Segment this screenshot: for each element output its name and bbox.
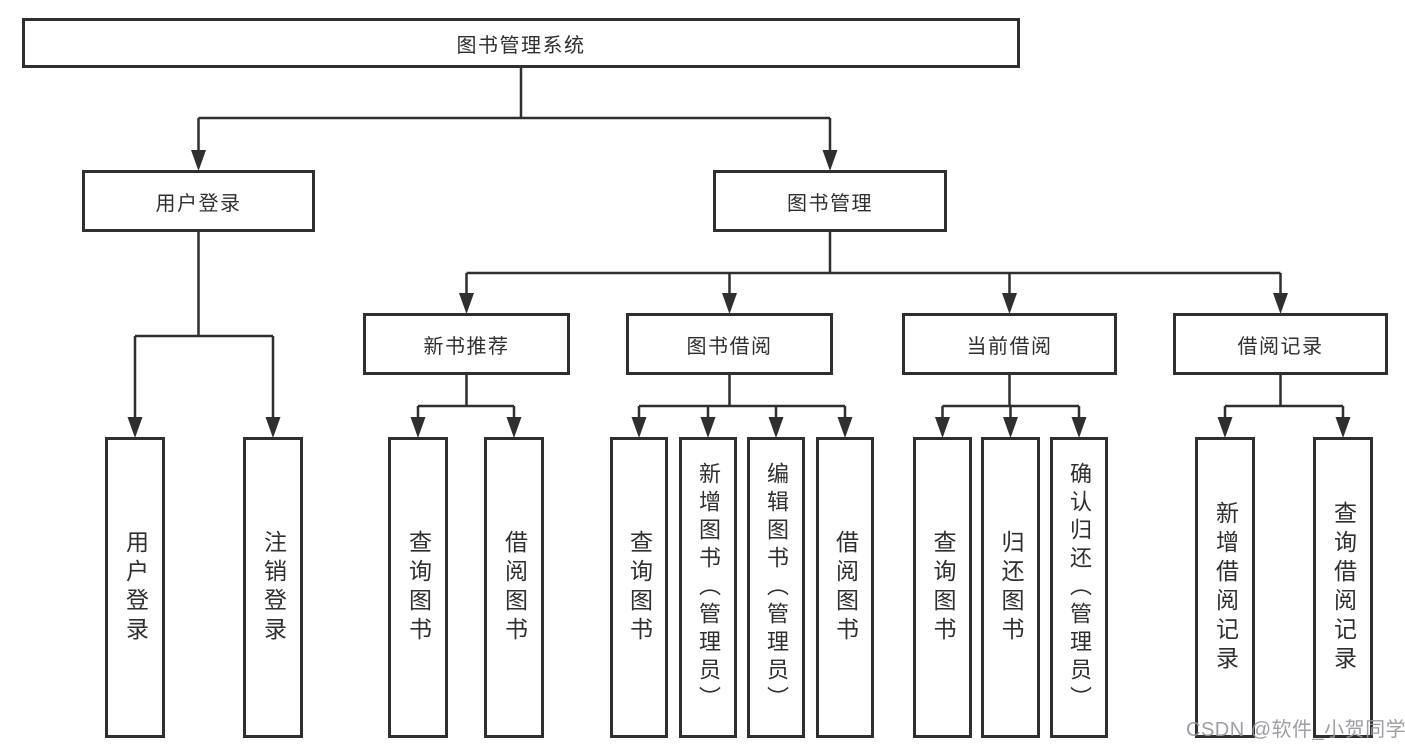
connector-book-borrow-children	[637, 375, 847, 422]
watermark-csdn: CSDN @软件_小贺同学	[1186, 719, 1405, 741]
leaf-confirm-return-admin: 确认归还（管理员）	[1050, 437, 1108, 738]
arrow-down-icon	[700, 417, 716, 438]
leaf-label: 新增图书（管理员）	[696, 461, 721, 714]
node-book-borrowing: 图书借阅	[626, 313, 833, 375]
arrow-down-icon	[1335, 417, 1351, 438]
arrow-down-icon	[722, 293, 737, 314]
arrow-down-icon	[127, 417, 143, 438]
arrow-down-icon	[265, 417, 281, 438]
arrow-down-icon	[935, 417, 950, 438]
connector-current-borrow-children	[941, 375, 1081, 422]
leaf-label: 注销登录	[260, 529, 287, 646]
leaf-label: 借阅图书	[832, 529, 859, 646]
leaf-label: 查询借阅记录	[1330, 500, 1357, 675]
arrow-down-icon	[191, 150, 206, 171]
leaf-add-borrow-record: 新增借阅记录	[1195, 437, 1255, 738]
node-library-management-system: 图书管理系统	[22, 18, 1020, 68]
arrow-down-icon	[410, 417, 426, 438]
arrow-down-icon	[631, 417, 647, 438]
arrow-down-icon	[768, 417, 784, 438]
arrow-down-icon	[1071, 417, 1087, 438]
node-current-borrowing: 当前借阅	[902, 313, 1117, 375]
leaf-query-books-3: 查询图书	[913, 437, 972, 738]
node-new-book-recommend: 新书推荐	[363, 313, 570, 375]
arrow-down-icon	[837, 417, 853, 438]
leaf-user-login: 用户登录	[105, 437, 165, 738]
connector-book-mgmt-children	[465, 232, 1282, 298]
leaf-borrow-books-2: 借阅图书	[816, 437, 874, 738]
leaf-label: 查询图书	[626, 529, 653, 646]
leaf-query-books-2: 查询图书	[610, 437, 668, 738]
leaf-edit-books-admin: 编辑图书（管理员）	[747, 437, 805, 738]
leaf-label: 查询图书	[930, 529, 956, 646]
connector-root-to-level2	[197, 68, 832, 155]
leaf-query-books: 查询图书	[388, 437, 448, 738]
connector-user-login-children	[133, 232, 275, 422]
leaf-label: 借阅图书	[501, 529, 528, 646]
arrow-down-icon	[1273, 293, 1288, 314]
node-user-login: 用户登录	[82, 170, 315, 232]
leaf-borrow-books: 借阅图书	[484, 437, 544, 738]
connector-borrow-records-children	[1223, 375, 1345, 422]
arrow-down-icon	[506, 417, 522, 438]
arrow-down-icon	[1002, 293, 1017, 314]
leaf-label: 用户登录	[122, 529, 149, 646]
leaf-label: 编辑图书（管理员）	[764, 461, 789, 714]
node-borrowing-records: 借阅记录	[1173, 313, 1388, 375]
leaf-add-books-admin: 新增图书（管理员）	[679, 437, 737, 738]
arrow-down-icon	[1217, 417, 1233, 438]
arrow-down-icon	[822, 150, 838, 171]
connector-new-books-children	[416, 375, 516, 422]
node-book-management: 图书管理	[713, 170, 947, 232]
arrow-down-icon	[459, 293, 474, 314]
leaf-label: 确认归还（管理员）	[1067, 461, 1092, 714]
leaf-label: 新增借阅记录	[1212, 500, 1239, 675]
leaf-label: 归还图书	[998, 529, 1024, 646]
arrow-down-icon	[1003, 417, 1018, 438]
leaf-logout: 注销登录	[243, 437, 303, 738]
leaf-label: 查询图书	[405, 529, 432, 646]
leaf-return-books: 归还图书	[981, 437, 1040, 738]
leaf-query-borrow-record: 查询借阅记录	[1313, 437, 1373, 738]
